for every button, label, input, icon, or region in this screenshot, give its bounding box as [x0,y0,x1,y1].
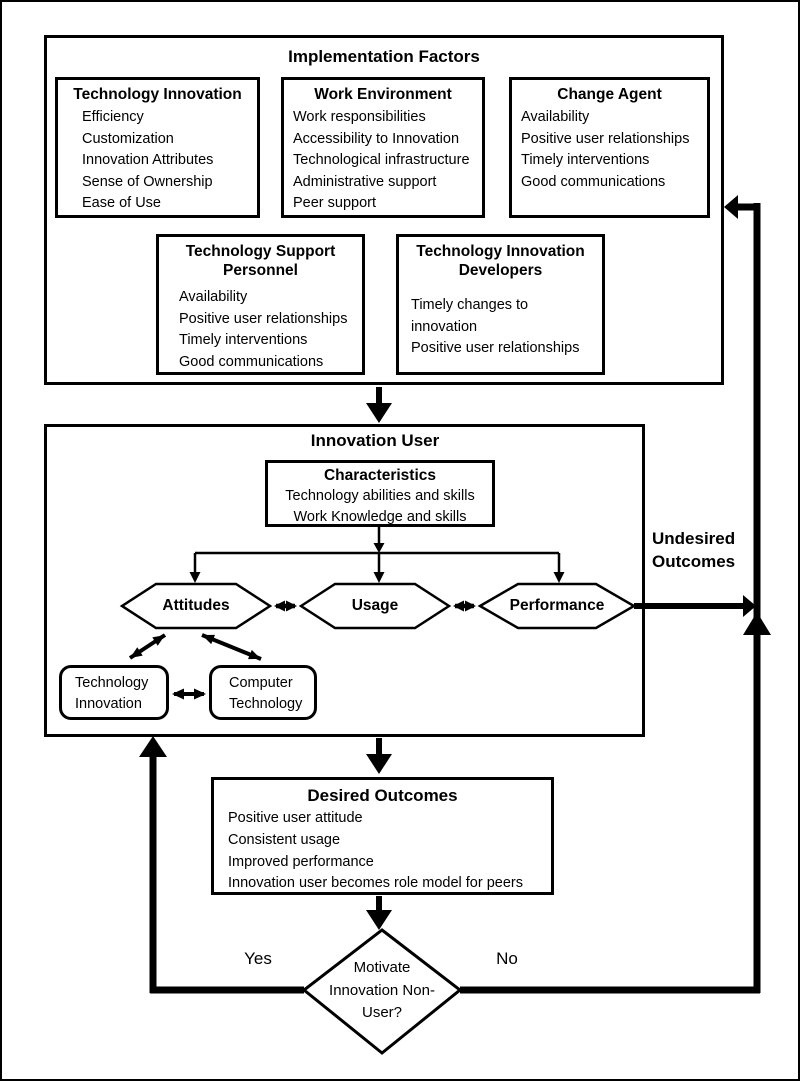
list-item: Positive user relationships [521,130,690,147]
change-agent-items: Availability Positive user relationships… [512,107,707,193]
decision-label: Motivate Innovation Non-User? [329,959,435,1021]
list-item: Ease of Use [82,195,161,211]
list-item: Positive user attitude [228,810,363,826]
list-item: Improved performance [228,853,374,870]
list-item: Work Knowledge and skills [293,509,467,525]
technology-innovation-developers-items: Timely changes to innovation Positive us… [399,295,602,360]
characteristics-title: Characteristics [323,467,436,484]
arrow-desired-to-decision [366,896,392,930]
work-environment-items: Work responsibilities Accessibility to I… [284,107,482,215]
technology-innovation-title: Technology Innovation [73,86,242,103]
list-item: Technological infrastructure [293,152,470,168]
desired-outcomes-title: Desired Outcomes [307,786,458,805]
change-agent-box: Change Agent Availability Positive user … [509,77,710,218]
list-item: Administrative support [293,173,437,190]
list-item: Positive user relationships [411,340,580,356]
computer-technology-node: Computer Technology [209,665,317,720]
list-item: Availability [179,289,248,305]
list-item: Accessibility to Innovation [293,130,460,147]
performance-undesired-arrow [634,595,756,617]
technology-support-personnel-box: Technology Support Personnel Availabilit… [156,234,365,375]
desired-outcomes-items: Positive user attitude Consistent usage … [214,808,551,895]
yes-branch-label: Yes [244,949,272,968]
technology-innovation-box: Technology Innovation Efficiency Customi… [55,77,260,218]
usage-label: Usage [351,597,399,614]
list-item: Work responsibilities [293,109,426,125]
work-environment-box: Work Environment Work responsibilities A… [281,77,485,218]
change-agent-title: Change Agent [557,86,662,103]
list-item: Timely interventions [521,152,650,168]
arrow-implementation-to-user [366,387,392,423]
technology-innovation-items: Efficiency Customization Innovation Attr… [58,107,257,215]
undesired-outcomes-label: Undesired Outcomes [652,529,736,571]
list-item: Innovation user becomes role model for p… [228,875,523,892]
technology-innovation-node: Technology Innovation [59,665,169,720]
list-item: Positive user relationships [179,310,348,327]
characteristics-box: Characteristics Technology abilities and… [265,460,495,527]
performance-label: Performance [509,597,605,614]
technology-support-personnel-items: Availability Positive user relationships… [159,287,362,373]
attitudes-label: Attitudes [162,597,230,614]
list-item: Timely interventions [179,332,308,348]
list-item: Peer support [293,195,377,211]
arrow-user-to-desired [366,738,392,774]
technology-innovation-developers-title: Technology Innovation Developers [416,243,585,279]
list-item: Customization [82,130,174,147]
implementation-factors-title: Implementation Factors [288,47,480,66]
no-branch-label: No [496,949,518,968]
technology-innovation-developers-box: Technology Innovation Developers Timely … [396,234,605,375]
list-item: Timely changes to innovation [411,297,529,335]
list-item: Efficiency [82,109,144,125]
list-item: Good communications [179,353,324,370]
technology-support-personnel-title: Technology Support Personnel [185,243,336,279]
list-item: Consistent usage [228,831,341,848]
list-item: Technology abilities and skills [285,488,475,504]
desired-outcomes-box: Desired Outcomes Positive user attitude … [211,777,554,895]
list-item: Good communications [521,173,666,190]
list-item: Innovation Attributes [82,152,214,168]
innovation-user-title: Innovation User [310,431,440,450]
list-item: Availability [521,109,590,125]
list-item: Sense of Ownership [82,173,213,190]
work-environment-title: Work Environment [314,86,452,103]
